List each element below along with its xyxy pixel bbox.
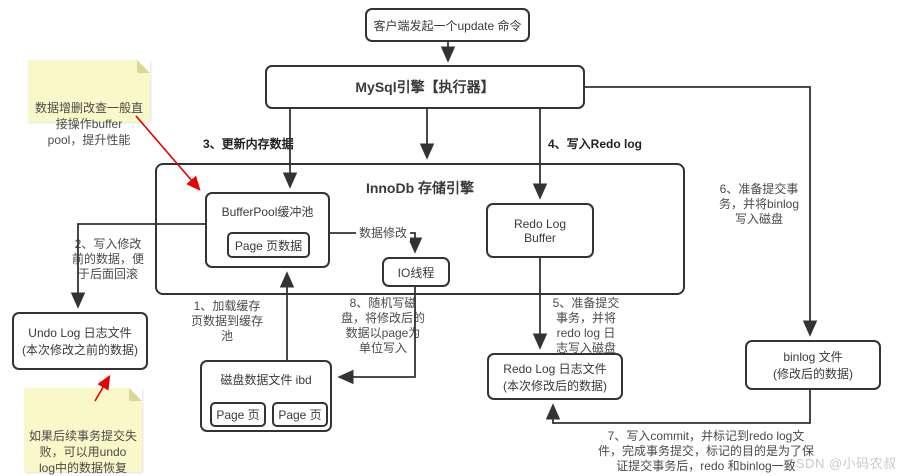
client-update-node: 客户端发起一个update 命令 <box>365 8 530 42</box>
io-thread-node: IO线程 <box>382 257 450 287</box>
binlog-file-node: binlog 文件 (修改后的数据) <box>745 340 881 390</box>
step4-label: 4、写入Redo log <box>548 137 643 151</box>
data-modify-label: 数据修改 <box>356 226 411 241</box>
mysql-engine-label: MySql引擎【执行器】 <box>355 79 495 95</box>
undo-log-file-node: Undo Log 日志文件 (本次修改之前的数据) <box>12 312 148 370</box>
step1-label: 1、加载缓存 页数据到缓存 池 <box>190 299 263 343</box>
disk-page1-node: Page 页 <box>210 402 266 427</box>
step6-label: 6、准备提交事 务，并将binlog 写入磁盘 <box>718 182 800 226</box>
sticky-note-bufferpool-text: 数据增删改查一般直 接操作buffer pool，提升性能 <box>34 101 143 147</box>
step8-label: 8、随机写磁 盘，将修改后的 数据以page为 单位写入 <box>340 296 425 355</box>
sticky-note-undo-text: 如果后续事务提交失 败，可以用undo log中的数据恢复 buffer poo… <box>28 429 137 475</box>
step5-label: 5、准备提交 事务，并将 redo log 日 志写入磁盘 <box>552 296 620 355</box>
innodb-engine-title: InnoDb 存储引擎 <box>365 180 475 196</box>
note-fold-corner-icon <box>129 388 142 401</box>
bufferpool-page-label: Page 页数据 <box>234 238 303 253</box>
disk-data-file-node: 磁盘数据文件 ibd Page 页 Page 页 <box>200 360 332 432</box>
disk-data-file-title: 磁盘数据文件 ibd <box>220 373 312 387</box>
mysql-engine-node: MySql引擎【执行器】 <box>265 65 585 109</box>
redo-log-buffer-node: Redo Log Buffer <box>486 203 594 258</box>
bufferpool-page-node: Page 页数据 <box>227 232 310 258</box>
step2-label: 2、写入修改 前的数据，便 于后面回滚 <box>71 237 144 281</box>
disk-page2-label: Page 页 <box>278 408 322 422</box>
step7-label: 7、写入commit，并标记到redo log文 件，完成事务提交，标记的目的是… <box>597 429 814 473</box>
client-update-label: 客户端发起一个update 命令 <box>373 18 522 33</box>
sticky-note-undo: 如果后续事务提交失 败，可以用undo log中的数据恢复 buffer poo… <box>24 388 142 475</box>
redo-log-file-label: Redo Log 日志文件 (本次修改后的数据) <box>503 361 607 393</box>
sticky-note-bufferpool: 数据增删改查一般直 接操作buffer pool，提升性能 <box>28 60 150 147</box>
step3-label: 3、更新内存数据 <box>203 137 294 151</box>
undo-log-file-label: Undo Log 日志文件 (本次修改之前的数据) <box>22 326 138 357</box>
bufferpool-title: BufferPool缓冲池 <box>221 205 314 219</box>
redo-log-buffer-label: Redo Log Buffer <box>513 216 567 245</box>
redo-log-file-node: Redo Log 日志文件 (本次修改后的数据) <box>487 353 623 400</box>
note-fold-corner-icon <box>137 60 150 73</box>
disk-page1-label: Page 页 <box>216 408 260 422</box>
io-thread-label: IO线程 <box>397 265 435 280</box>
binlog-file-label: binlog 文件 (修改后的数据) <box>773 350 853 381</box>
disk-page2-node: Page 页 <box>272 402 328 427</box>
bufferpool-node: BufferPool缓冲池 Page 页数据 <box>205 192 330 268</box>
